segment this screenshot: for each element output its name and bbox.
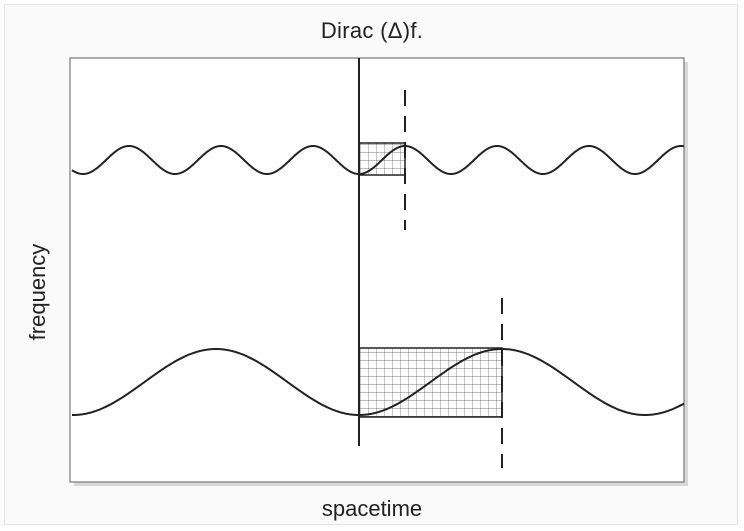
top-wave xyxy=(71,145,685,175)
bottom-wave xyxy=(72,348,685,416)
diagram-title: Dirac (Δ)f. xyxy=(320,18,424,43)
x-axis-label: spacetime xyxy=(321,496,423,521)
plot-area xyxy=(69,57,685,483)
